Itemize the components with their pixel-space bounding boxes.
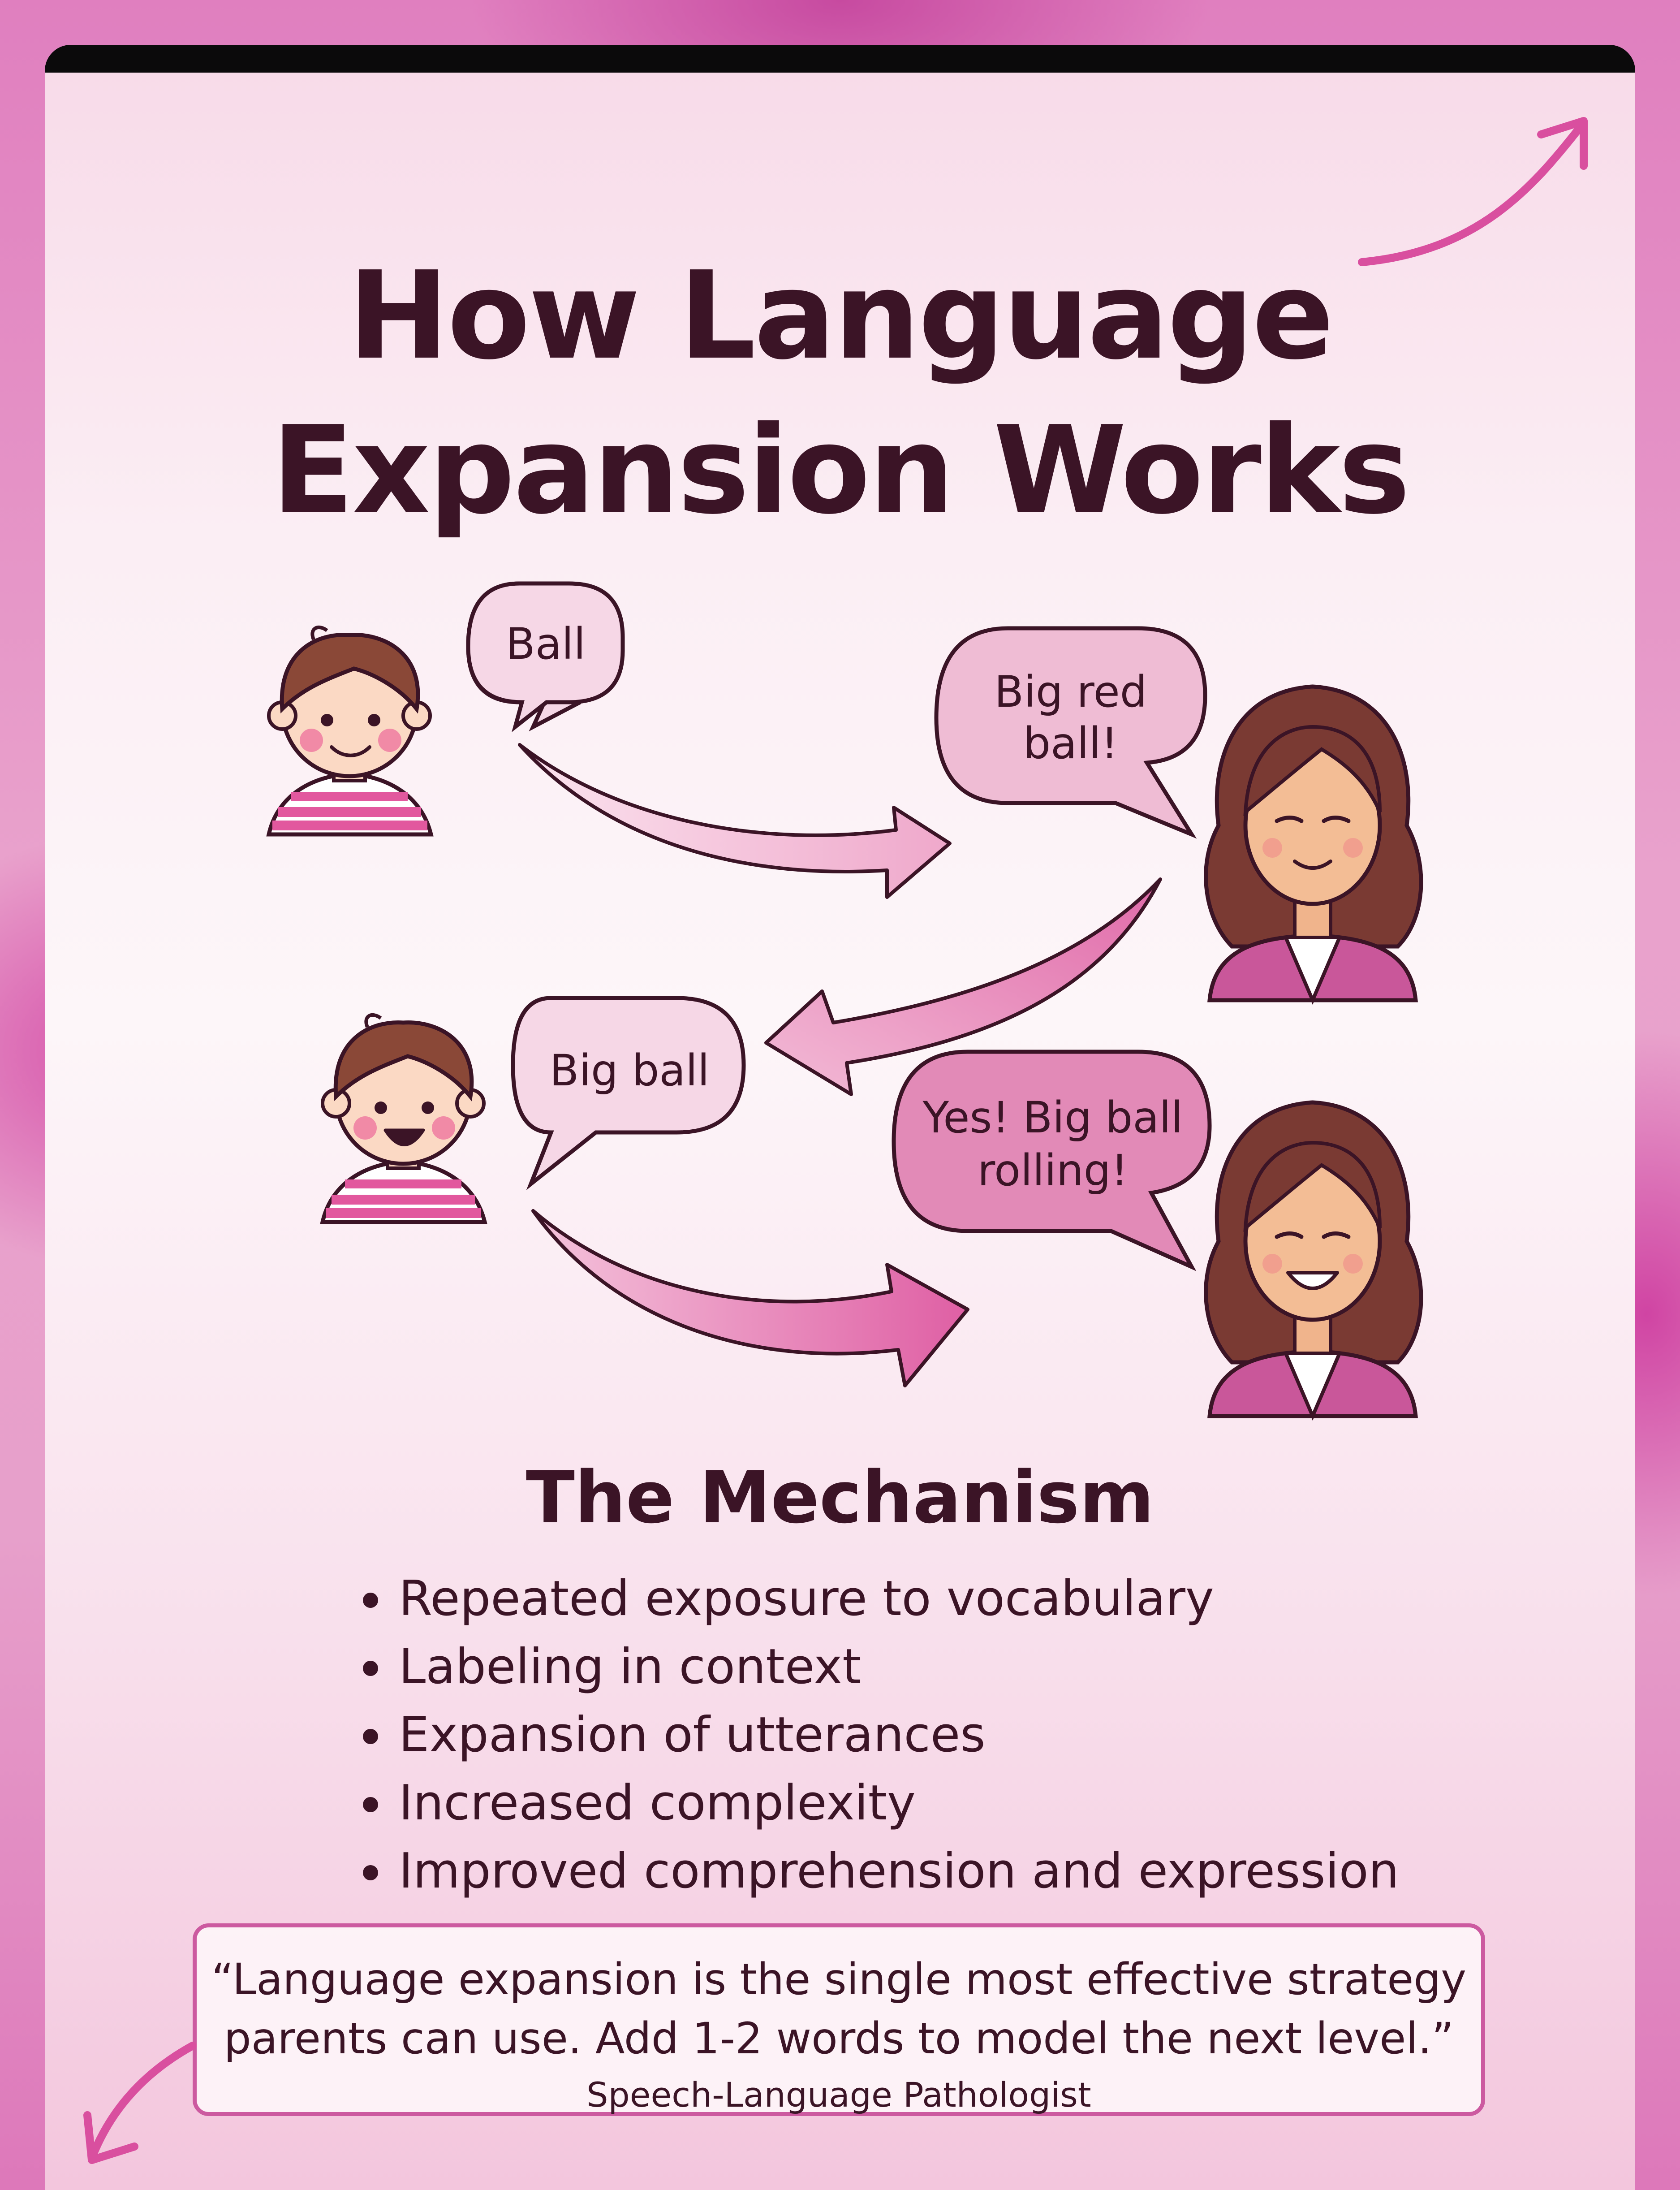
adult-speech-bubble-1: Big red ball! xyxy=(934,626,1207,839)
child-avatar-icon xyxy=(320,1013,487,1224)
list-item: Improved comprehension and expression xyxy=(354,1837,1399,1905)
adult-avatar-icon xyxy=(1204,1100,1423,1421)
bubble-text-yes-big-ball: Yes! Big ball xyxy=(922,1093,1183,1143)
quote-line-2: parents can use. Add 1-2 words to model … xyxy=(224,2013,1454,2064)
list-item: Labeling in context xyxy=(354,1633,1399,1701)
bubble-text-rolling: rolling! xyxy=(978,1145,1128,1196)
list-item: Repeated exposure to vocabulary xyxy=(354,1565,1399,1633)
quote-text: “Language expansion is the single most e… xyxy=(197,1950,1481,2068)
quote-line-1: “Language expansion is the single most e… xyxy=(211,1954,1467,2004)
title-line-1: How Language xyxy=(348,245,1334,386)
bubble-text-big-red: Big red xyxy=(994,667,1147,717)
mechanism-list: Repeated exposure to vocabulary Labeling… xyxy=(354,1565,1399,1905)
quote-box: “Language expansion is the single most e… xyxy=(193,1923,1485,2116)
child-speech-bubble-1: Ball xyxy=(466,581,625,732)
child-avatar-icon xyxy=(266,625,434,837)
bubble-text-ball-exclaim: ball! xyxy=(1023,718,1118,769)
bubble-text-big-ball: Big ball xyxy=(549,1045,709,1096)
bubble-text-ball: Ball xyxy=(506,619,586,669)
adult-speech-bubble-2: Yes! Big ball rolling! xyxy=(892,1050,1212,1271)
mechanism-heading: The Mechanism xyxy=(526,1456,1154,1539)
child-speech-bubble-2: Big ball xyxy=(511,996,746,1190)
exchange-arrow-1-icon xyxy=(518,743,952,899)
page-title: How Language Expansion Works xyxy=(45,238,1635,548)
exchange-arrow-2-icon xyxy=(764,877,1162,1096)
quote-attribution: Speech-Language Pathologist xyxy=(586,2075,1091,2115)
title-line-2: Expansion Works xyxy=(271,400,1410,541)
expansion-diagram: Ball Big red ball! xyxy=(266,581,1423,1421)
list-item: Increased complexity xyxy=(354,1769,1399,1837)
infographic-card: How Language Expansion Works xyxy=(45,45,1635,2190)
exchange-arrow-3-icon xyxy=(531,1209,969,1387)
adult-avatar-icon xyxy=(1204,684,1423,1005)
list-item: Expansion of utterances xyxy=(354,1701,1399,1769)
